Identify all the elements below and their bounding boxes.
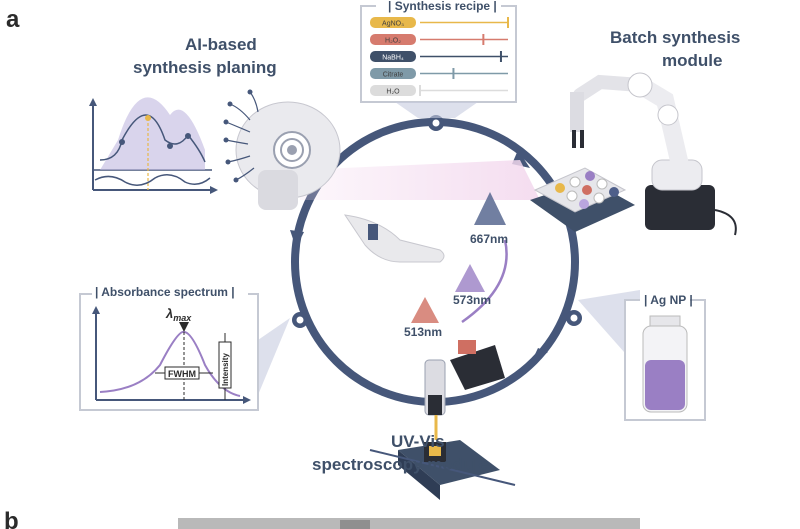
wavelength-arc bbox=[461, 239, 508, 324]
recipe-chip bbox=[370, 34, 416, 45]
recipe-chip bbox=[370, 85, 416, 96]
wavelength-label-573: 573nm bbox=[453, 293, 491, 307]
synthesis-recipe-panel: | Synthesis recipe | AgNO₃ H₂O₂ NaBH₄ Citra… bbox=[360, 0, 517, 118]
recipe-row: AgNO₃ bbox=[370, 17, 509, 28]
recipe-row: NaBH₄ bbox=[370, 51, 508, 62]
ag-np-title: | Ag NP | bbox=[644, 293, 693, 307]
recipe-label: Citrate bbox=[383, 72, 404, 79]
wavelength-513: 513nm bbox=[404, 297, 442, 339]
robot-arm-illustration bbox=[570, 72, 737, 236]
batch-module-title-line1: Batch synthesis bbox=[610, 28, 740, 47]
wavelength-label-513: 513nm bbox=[404, 325, 442, 339]
recipe-row: Citrate bbox=[370, 68, 508, 79]
recipe-row: H₂O bbox=[370, 85, 508, 96]
panel-label-a: a bbox=[6, 6, 20, 33]
wavelength-667: 667nm bbox=[470, 192, 508, 246]
uvvis-module-title-line2: spectroscopy module bbox=[312, 455, 488, 474]
ai-module-title-line1: AI-based bbox=[185, 35, 257, 54]
cycle-arrow-left bbox=[290, 230, 304, 248]
ag-np-panel: | Ag NP | bbox=[578, 290, 706, 421]
robot-hand-illustration bbox=[343, 214, 445, 263]
ai-module-title-line2: synthesis planing bbox=[133, 58, 277, 77]
absorbance-curve bbox=[99, 330, 241, 397]
recipe-row: H₂O₂ bbox=[370, 34, 508, 45]
uvvis-illustration bbox=[369, 340, 516, 500]
fwhm-label: FWHM bbox=[168, 369, 196, 379]
recipe-label: NaBH₄ bbox=[382, 55, 404, 62]
vial-rack-illustration bbox=[530, 167, 635, 232]
absorbance-spectrum-panel: | Absorbance spectrum | λmax FWHM Intens… bbox=[79, 285, 290, 411]
ai-robot-head-icon bbox=[223, 89, 341, 210]
cycle-arrow-bottom-right bbox=[530, 348, 548, 365]
triangle-667-icon bbox=[474, 192, 506, 225]
lambda-max-label: λmax bbox=[165, 306, 192, 323]
recipe-label: AgNO₃ bbox=[382, 21, 404, 28]
uvvis-module-title-line1: UV-Vis bbox=[391, 432, 445, 451]
recipe-label: H₂O₂ bbox=[385, 38, 401, 45]
recipe-label: H₂O bbox=[386, 89, 400, 96]
panel-label-b: b bbox=[4, 508, 19, 529]
wavelength-573: 573nm bbox=[453, 264, 491, 307]
intensity-label: Intensity bbox=[221, 353, 230, 386]
recipe-chip bbox=[370, 51, 416, 62]
ai-beam bbox=[300, 160, 540, 200]
batch-module-title-line2: module bbox=[662, 51, 722, 70]
panel-b-image-strip bbox=[178, 518, 640, 529]
triangle-573-icon bbox=[455, 264, 485, 292]
recipe-title: | Synthesis recipe | bbox=[388, 0, 497, 13]
recipe-chip bbox=[370, 17, 416, 28]
panel-b-image-detail bbox=[340, 520, 370, 529]
ai-planning-plot bbox=[89, 97, 218, 194]
wavelength-label-667: 667nm bbox=[470, 232, 508, 246]
triangle-513-icon bbox=[411, 297, 439, 323]
recipe-chip bbox=[370, 68, 416, 79]
absorbance-title: | Absorbance spectrum | bbox=[95, 285, 235, 299]
ag-np-solution bbox=[645, 360, 685, 410]
